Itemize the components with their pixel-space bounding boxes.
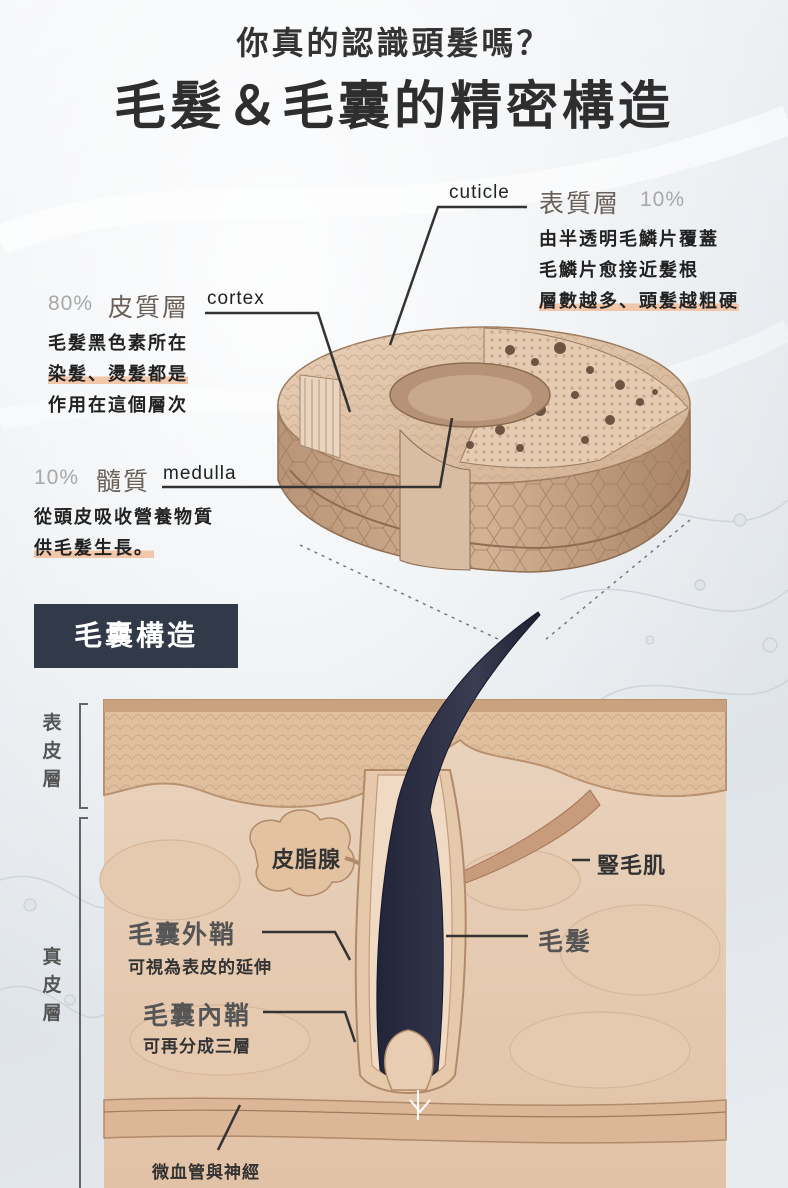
arrector-pili-label: 豎毛肌 [597, 853, 667, 878]
leader-lines-bottom [216, 858, 590, 1151]
medulla-desc-line: 從頭皮吸收營養物質 [34, 507, 214, 527]
inner-sheath-label: 毛囊內鞘 [143, 1002, 252, 1030]
hair-label: 毛髮 [538, 928, 593, 956]
layer-brackets [79, 703, 88, 1188]
medulla-desc-line: 供毛髮生長。 [34, 538, 154, 558]
leader-lines-top [162, 205, 527, 489]
follicle-diagram [99, 611, 727, 1188]
cuticle-desc-line: 層數越多、頭髮越粗硬 [539, 291, 739, 311]
medulla-description: 從頭皮吸收營養物質 供毛髮生長。 [34, 502, 214, 564]
cortex-en-label: cortex [207, 288, 265, 309]
cuticle-desc-line: 由半透明毛鱗片覆蓋 [539, 229, 719, 249]
medulla-zh-label: 髓質 [96, 468, 151, 496]
cortex-zh-label: 皮質層 [108, 294, 190, 322]
medulla-en-label: medulla [163, 463, 237, 484]
cortex-desc-line: 毛髮黑色素所在 [48, 333, 188, 353]
capillaries-label: 微血管與神經 [152, 1163, 260, 1182]
page-title: 毛髮＆毛囊的精密構造 [113, 78, 674, 136]
cortex-percent: 80% [48, 292, 94, 315]
cortex-description: 毛髮黑色素所在 染髮、燙髮都是 作用在這個層次 [48, 328, 188, 421]
cuticle-desc-line: 毛鱗片愈接近髮根 [539, 260, 699, 280]
zoom-lines [299, 519, 691, 641]
cuticle-en-label: cuticle [449, 182, 510, 203]
page-subtitle: 你真的認識頭髮嗎？ [236, 25, 552, 61]
outer-sheath-description: 可視為表皮的延伸 [128, 958, 272, 977]
sebaceous-gland-label: 皮脂腺 [272, 847, 342, 872]
cortex-desc-line: 染髮、燙髮都是 [48, 364, 188, 384]
cuticle-description: 由半透明毛鱗片覆蓋 毛鱗片愈接近髮根 層數越多、頭髮越粗硬 [539, 224, 739, 317]
epidermis-label: 表皮層 [42, 713, 62, 790]
hair-cross-section [277, 326, 691, 573]
cuticle-percent: 10% [640, 188, 686, 211]
cuticle-zh-label: 表質層 [539, 190, 621, 218]
inner-sheath-description: 可再分成三層 [143, 1037, 251, 1056]
cortex-desc-line: 作用在這個層次 [48, 395, 188, 415]
follicle-section-title: 毛囊構造 [34, 604, 238, 668]
medulla-percent: 10% [34, 466, 80, 489]
dermis-label: 真皮層 [42, 947, 62, 1024]
outer-sheath-label: 毛囊外鞘 [128, 921, 237, 949]
